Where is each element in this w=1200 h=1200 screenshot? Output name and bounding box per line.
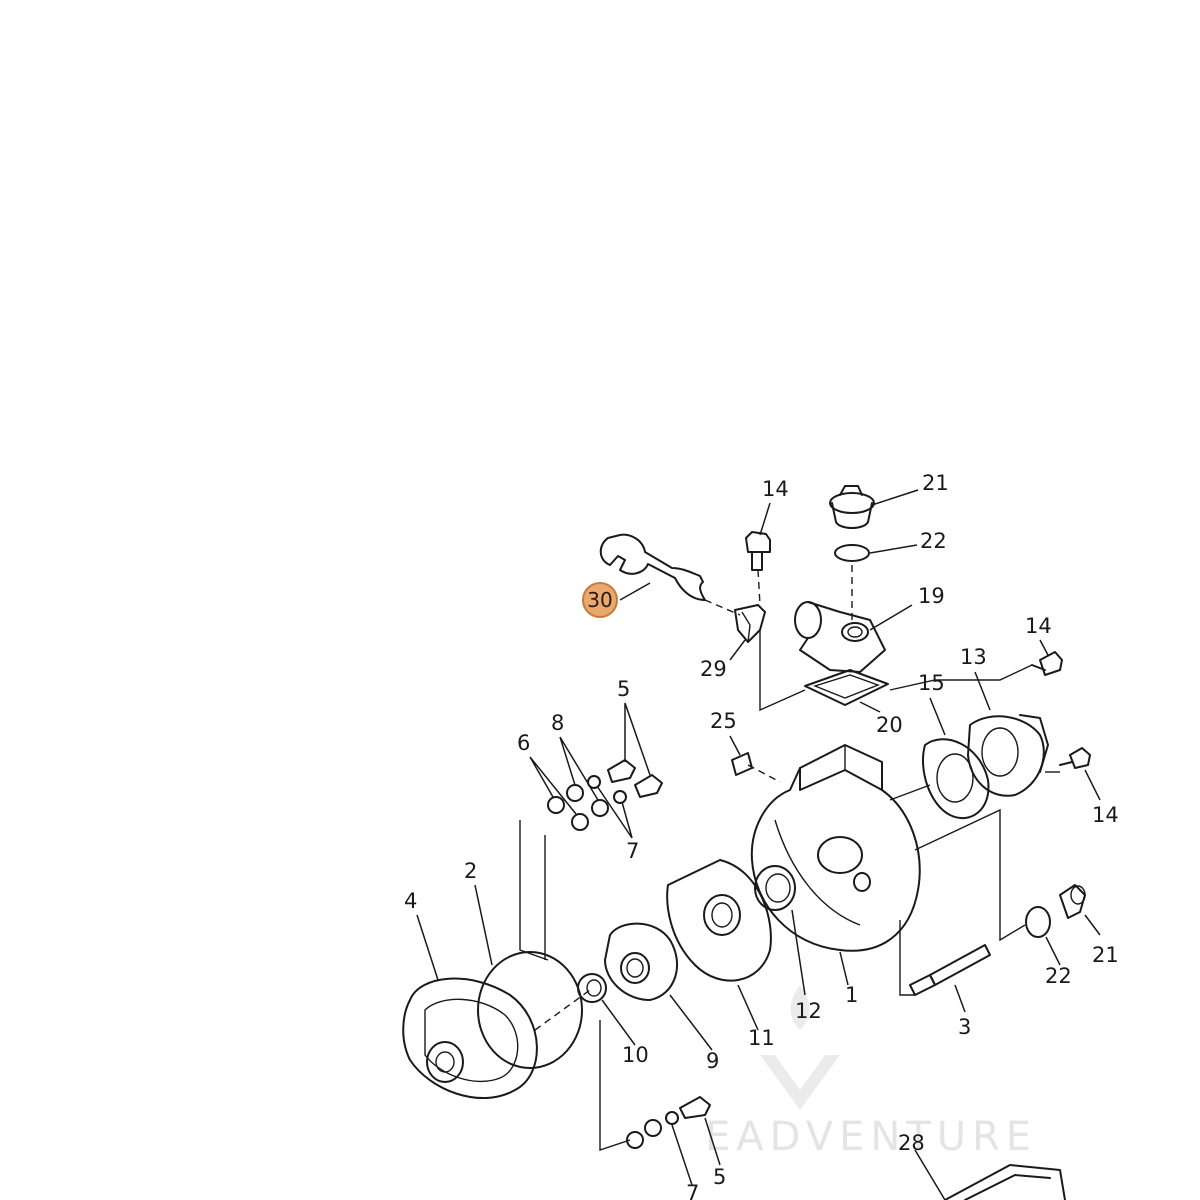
callout-30: 30 — [587, 588, 612, 612]
part-15-gasket[interactable] — [921, 738, 990, 820]
callout-4[interactable]: 4 — [404, 889, 417, 913]
part-14-bolt-top[interactable] — [745, 531, 771, 571]
callout-13[interactable]: 13 — [960, 645, 987, 669]
part-21-cap-top[interactable] — [829, 485, 875, 529]
callout-5-lower[interactable]: 5 — [713, 1165, 726, 1189]
part-13-flange[interactable] — [967, 714, 1049, 797]
callout-30-highlighted[interactable]: 30 — [582, 582, 618, 618]
highlight-badge — [582, 582, 618, 618]
part-21-cap-right[interactable] — [1059, 884, 1086, 919]
part-2-gasket[interactable] — [477, 951, 583, 1069]
part-20-gasket[interactable] — [804, 669, 889, 706]
part-12-seal[interactable] — [754, 865, 796, 911]
part-bolts-washers-upper[interactable] — [547, 759, 663, 831]
part-11-volute[interactable] — [666, 859, 772, 982]
callout-14-right-lower[interactable]: 14 — [1092, 803, 1119, 827]
part-10-nut[interactable] — [577, 973, 607, 1003]
part-3-shaft[interactable] — [909, 944, 991, 996]
callout-8[interactable]: 8 — [551, 711, 564, 735]
callout-labels: 14 21 22 19 29 14 13 15 5 8 6 25 20 7 14… — [404, 471, 1119, 1200]
callout-3[interactable]: 3 — [958, 1015, 971, 1039]
callout-12[interactable]: 12 — [795, 999, 822, 1023]
callout-21-right[interactable]: 21 — [1092, 943, 1119, 967]
part-1-casing[interactable] — [750, 744, 921, 952]
callout-7-lower[interactable]: 7 — [686, 1181, 699, 1200]
callout-14-top[interactable]: 14 — [762, 477, 789, 501]
part-22-oring-top[interactable] — [834, 544, 870, 562]
callout-14-right-upper[interactable]: 14 — [1025, 614, 1052, 638]
callout-21-top[interactable]: 21 — [922, 471, 949, 495]
part-14-bolt-right-lower[interactable] — [1059, 747, 1091, 769]
callout-7-upper[interactable]: 7 — [626, 839, 639, 863]
part-25-plate[interactable] — [731, 752, 753, 776]
part-28-frame[interactable] — [944, 1164, 1066, 1200]
callout-5-upper[interactable]: 5 — [617, 677, 630, 701]
part-19-elbow[interactable] — [794, 601, 886, 673]
callout-15[interactable]: 15 — [918, 671, 945, 695]
callout-6[interactable]: 6 — [517, 731, 530, 755]
callout-19[interactable]: 19 — [918, 584, 945, 608]
part-bolts-washers-lower[interactable] — [626, 1096, 711, 1149]
assembly-lines — [519, 565, 1060, 1151]
part-14-bolt-right-upper[interactable] — [1031, 651, 1063, 676]
part-4-cover[interactable] — [402, 977, 538, 1099]
watermark-logo — [760, 985, 840, 1110]
callout-28[interactable]: 28 — [898, 1131, 925, 1155]
callout-9[interactable]: 9 — [706, 1049, 719, 1073]
part-9-impeller[interactable] — [604, 922, 679, 1001]
callout-11[interactable]: 11 — [748, 1026, 775, 1050]
callout-2[interactable]: 2 — [464, 859, 477, 883]
watermark-text: EADVENTURE — [705, 1114, 1037, 1160]
part-30-wrench[interactable] — [599, 533, 706, 601]
callout-20[interactable]: 20 — [876, 713, 903, 737]
part-22-oring-right[interactable] — [1025, 906, 1051, 938]
callout-1[interactable]: 1 — [845, 983, 858, 1007]
callout-25[interactable]: 25 — [710, 709, 737, 733]
callout-10[interactable]: 10 — [622, 1043, 649, 1067]
callout-22-right[interactable]: 22 — [1045, 964, 1072, 988]
callout-22-top[interactable]: 22 — [920, 529, 947, 553]
callout-29[interactable]: 29 — [700, 657, 727, 681]
leader-lines — [416, 489, 1101, 1200]
